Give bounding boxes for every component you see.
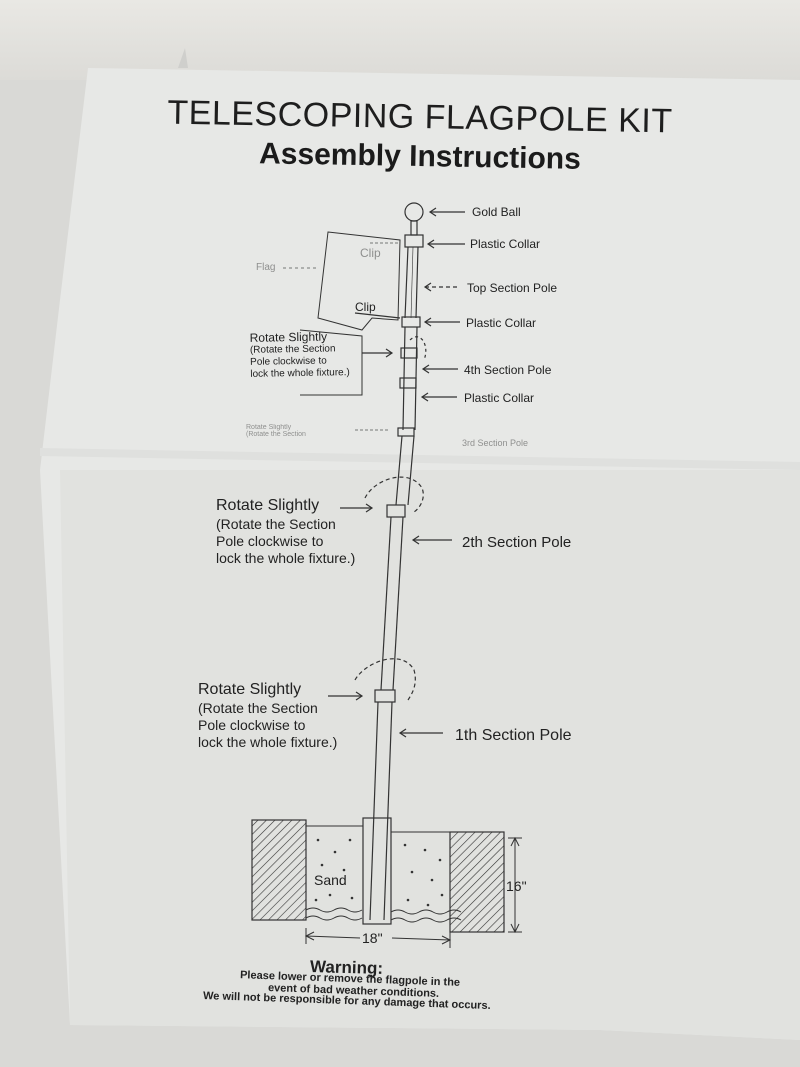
rotate-note-line1-3: (Rotate the Section [198,700,318,716]
label-4th-section-pole: 4th Section Pole [464,363,552,377]
label-sand: Sand [314,872,347,888]
rotate-note-line1: (Rotate the Section [249,343,336,356]
rotate-note-middle: Rotate Slightly (Rotate the Section Pole… [216,496,355,567]
label-plastic-collar-lower: Plastic Collar [464,391,535,405]
rotate-note-line2-2: Pole clockwise to [216,533,324,549]
label-1st-section-pole: 1th Section Pole [455,727,572,744]
label-gold-ball: Gold Ball [472,205,521,219]
rotate-note-line3: lock the whole fixture.) [250,367,350,380]
rotate-note-line1-2: (Rotate the Section [216,516,336,532]
label-2nd-section-pole: 2th Section Pole [462,534,572,551]
label-plastic-collar-middle: Plastic Collar [466,316,537,330]
rotate-note-title-faint: Rotate Slightly [246,424,292,431]
rotate-note-lower: Rotate Slightly (Rotate the Section Pole… [198,680,337,751]
rotate-note-line2-3: Pole clockwise to [198,717,306,733]
label-flag-faint: Flag [256,262,276,273]
rotate-note-line3-3: lock the whole fixture.) [198,734,338,750]
label-plastic-collar-top: Plastic Collar [470,237,541,251]
rotate-note-upper: Rotate Slightly (Rotate the Section Pole… [250,329,350,381]
label-clip: Clip [355,300,376,314]
label-3rd-section-pole: 3rd Section Pole [462,438,529,448]
rotate-note-title-2: Rotate Slightly [216,497,320,514]
rotate-note-faint: Rotate Slightly (Rotate the Section [246,424,306,438]
rotate-note-title-3: Rotate Slightly [198,681,302,698]
label-clip-faint: Clip [360,246,381,260]
gold-ball-icon [404,202,424,222]
rotate-note-line3-2: lock the whole fixture.) [216,550,356,566]
rotate-note-line1-faint: (Rotate the Section [246,431,306,438]
label-top-section-pole: Top Section Pole [467,281,558,295]
table-surface [0,0,800,80]
label-width-18: 18" [362,930,383,946]
label-depth-16: 16" [506,878,527,894]
